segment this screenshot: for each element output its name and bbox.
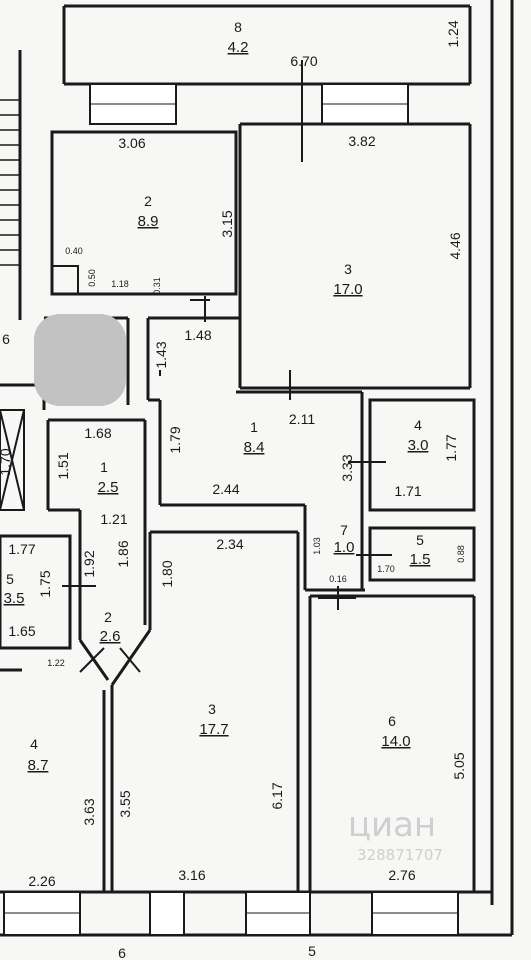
dim-3-55: 3.55 <box>117 790 133 817</box>
dim-1-70-small: 1.70 <box>377 564 395 574</box>
room-7-number: 7 <box>340 522 348 538</box>
dim-1-70-vertical: 1.70 <box>0 448 13 475</box>
room-5-right-number: 5 <box>416 532 424 548</box>
room-3-area: 17.0 <box>333 281 362 298</box>
room-4-area: 3.0 <box>408 437 429 454</box>
dim-3-33: 3.33 <box>339 454 355 481</box>
room-3-bottom-area: 17.7 <box>199 721 228 738</box>
dimension-labels: 1.24 6.70 3.06 3.82 3.15 4.46 0.40 0.50 … <box>0 20 467 960</box>
dim-6-bottom: 6 <box>118 945 126 960</box>
dim-3-16: 3.16 <box>178 867 205 883</box>
dim-3-63: 3.63 <box>81 798 97 825</box>
windows <box>3 83 459 936</box>
hall-1-area: 8.4 <box>244 439 265 456</box>
blurred-region <box>34 314 126 406</box>
watermark-brand: циан <box>348 805 436 845</box>
room-5-right-area: 1.5 <box>410 551 431 568</box>
room-6-number: 6 <box>388 713 396 729</box>
dim-1-77-right: 1.77 <box>443 434 459 461</box>
dim-3-06: 3.06 <box>118 135 145 151</box>
dim-4-46: 4.46 <box>447 232 463 259</box>
room-3-number: 3 <box>344 261 352 277</box>
dim-6-17: 6.17 <box>269 782 285 809</box>
dim-3-82: 3.82 <box>348 133 375 149</box>
dim-5-05: 5.05 <box>451 752 467 779</box>
hall-1-number: 1 <box>250 419 258 435</box>
interior-walls <box>0 122 476 892</box>
room-6-area: 14.0 <box>381 733 410 750</box>
dim-2-34: 2.34 <box>216 536 243 552</box>
dim-1-80: 1.80 <box>159 560 175 587</box>
room-2-area: 8.9 <box>138 213 159 230</box>
room-8-area: 4.2 <box>228 39 249 56</box>
dim-0-31: 0.31 <box>152 277 162 295</box>
room-5-left-number: 5 <box>6 571 14 587</box>
room-4-left-number: 4 <box>30 736 38 752</box>
dim-1-71: 1.71 <box>394 483 421 499</box>
room-1-small-area: 2.5 <box>98 479 119 496</box>
dim-1-51: 1.51 <box>55 452 71 479</box>
dim-2-26: 2.26 <box>28 873 55 889</box>
dim-1-48: 1.48 <box>184 327 211 343</box>
room-7-area: 1.0 <box>334 539 355 556</box>
dim-1-65: 1.65 <box>8 623 35 639</box>
room-1-small-number: 1 <box>100 459 108 475</box>
room-8-number: 8 <box>234 19 242 35</box>
dim-6-70: 6.70 <box>290 53 317 69</box>
room-2-small-number: 2 <box>104 609 112 625</box>
room-labels: 8 4.2 2 8.9 3 17.0 1 8.4 4 3.0 7 1.0 5 1… <box>4 19 431 774</box>
room-3-bottom-number: 3 <box>208 701 216 717</box>
dim-0-88: 0.88 <box>456 545 466 563</box>
dim-1-43: 1.43 <box>153 341 169 368</box>
dim-6-top: 6 <box>2 331 10 347</box>
dim-2-76: 2.76 <box>388 867 415 883</box>
dim-0-50: 0.50 <box>87 269 97 287</box>
watermark: циан 328871707 <box>348 805 443 864</box>
dim-1-79: 1.79 <box>167 426 183 453</box>
room-4-number: 4 <box>414 417 422 433</box>
door-markers <box>62 60 392 610</box>
dim-1-68: 1.68 <box>84 425 111 441</box>
dim-1-18: 1.18 <box>111 279 129 289</box>
room-5-left-area: 3.5 <box>4 590 25 607</box>
room-4-left-area: 8.7 <box>28 757 49 774</box>
dim-3-15: 3.15 <box>219 210 235 237</box>
room-2-small-area: 2.6 <box>100 628 121 645</box>
dim-1-77-left: 1.77 <box>8 541 35 557</box>
room-2-number: 2 <box>144 193 152 209</box>
dim-1-86: 1.86 <box>115 540 131 567</box>
dim-2-11: 2.11 <box>289 411 315 427</box>
dim-1-21: 1.21 <box>100 511 127 527</box>
outer-walls <box>0 0 514 937</box>
dim-5-bottom: 5 <box>308 943 316 959</box>
dim-1-22: 1.22 <box>47 658 65 668</box>
dim-1-03: 1.03 <box>312 537 322 555</box>
watermark-code: 328871707 <box>357 846 443 864</box>
dim-0-16: 0.16 <box>329 574 347 584</box>
dim-1-75: 1.75 <box>37 570 53 597</box>
dim-0-40: 0.40 <box>65 246 83 256</box>
dim-1-24: 1.24 <box>445 20 461 47</box>
stairwell <box>0 50 22 320</box>
dim-2-44: 2.44 <box>212 481 239 497</box>
dim-1-92: 1.92 <box>81 550 97 577</box>
